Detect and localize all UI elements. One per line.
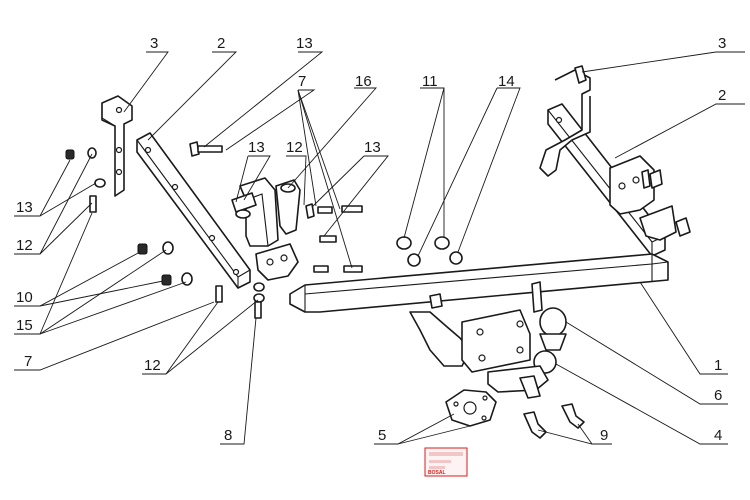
hitch-assembly [409, 281, 567, 399]
left-fasteners [65, 147, 265, 319]
left-mounting-bar [136, 132, 251, 289]
callout-9: 9 [600, 427, 608, 444]
callout-numbers: 3 2 13 7 16 11 14 3 2 13 12 13 13 12 10 … [16, 35, 726, 444]
callout-2-left: 2 [217, 35, 225, 52]
callout-12-bottom: 12 [144, 357, 161, 374]
callout-3-right: 3 [718, 35, 726, 52]
right-side-bracket [539, 65, 691, 241]
center-bracket [231, 177, 301, 281]
center-bolts [305, 203, 363, 273]
callout-6: 6 [714, 387, 722, 404]
callout-11: 11 [422, 73, 438, 90]
callout-5: 5 [378, 427, 386, 444]
callout-3-left: 3 [150, 35, 158, 52]
callout-12-left: 12 [16, 237, 33, 254]
callout-12-mid: 12 [286, 139, 303, 156]
callout-1: 1 [714, 357, 722, 374]
callout-14: 14 [498, 73, 515, 90]
callout-13-mid: 13 [248, 139, 265, 156]
callout-13-top: 13 [296, 35, 313, 52]
bolts-9 [523, 403, 585, 439]
callout-2-right: 2 [718, 87, 726, 104]
label-plate-text: BOSAL [428, 470, 446, 476]
callout-15: 15 [16, 317, 33, 334]
label-plate: BOSAL [424, 447, 468, 477]
callout-4: 4 [714, 427, 722, 444]
main-crossbar [289, 253, 669, 313]
callout-13-left: 13 [16, 199, 33, 216]
left-side-bracket [101, 95, 133, 197]
callout-8: 8 [224, 427, 232, 444]
callout-7-top: 7 [298, 73, 306, 90]
callout-10: 10 [16, 289, 33, 306]
center-nuts [396, 236, 463, 267]
bolt-top [189, 141, 223, 157]
socket-plate [445, 389, 497, 427]
leader-lines [14, 51, 745, 445]
callout-7-left: 7 [24, 353, 32, 370]
callout-13-mid2: 13 [364, 139, 381, 156]
right-mounting-bar [547, 103, 666, 257]
callout-16: 16 [355, 73, 372, 90]
